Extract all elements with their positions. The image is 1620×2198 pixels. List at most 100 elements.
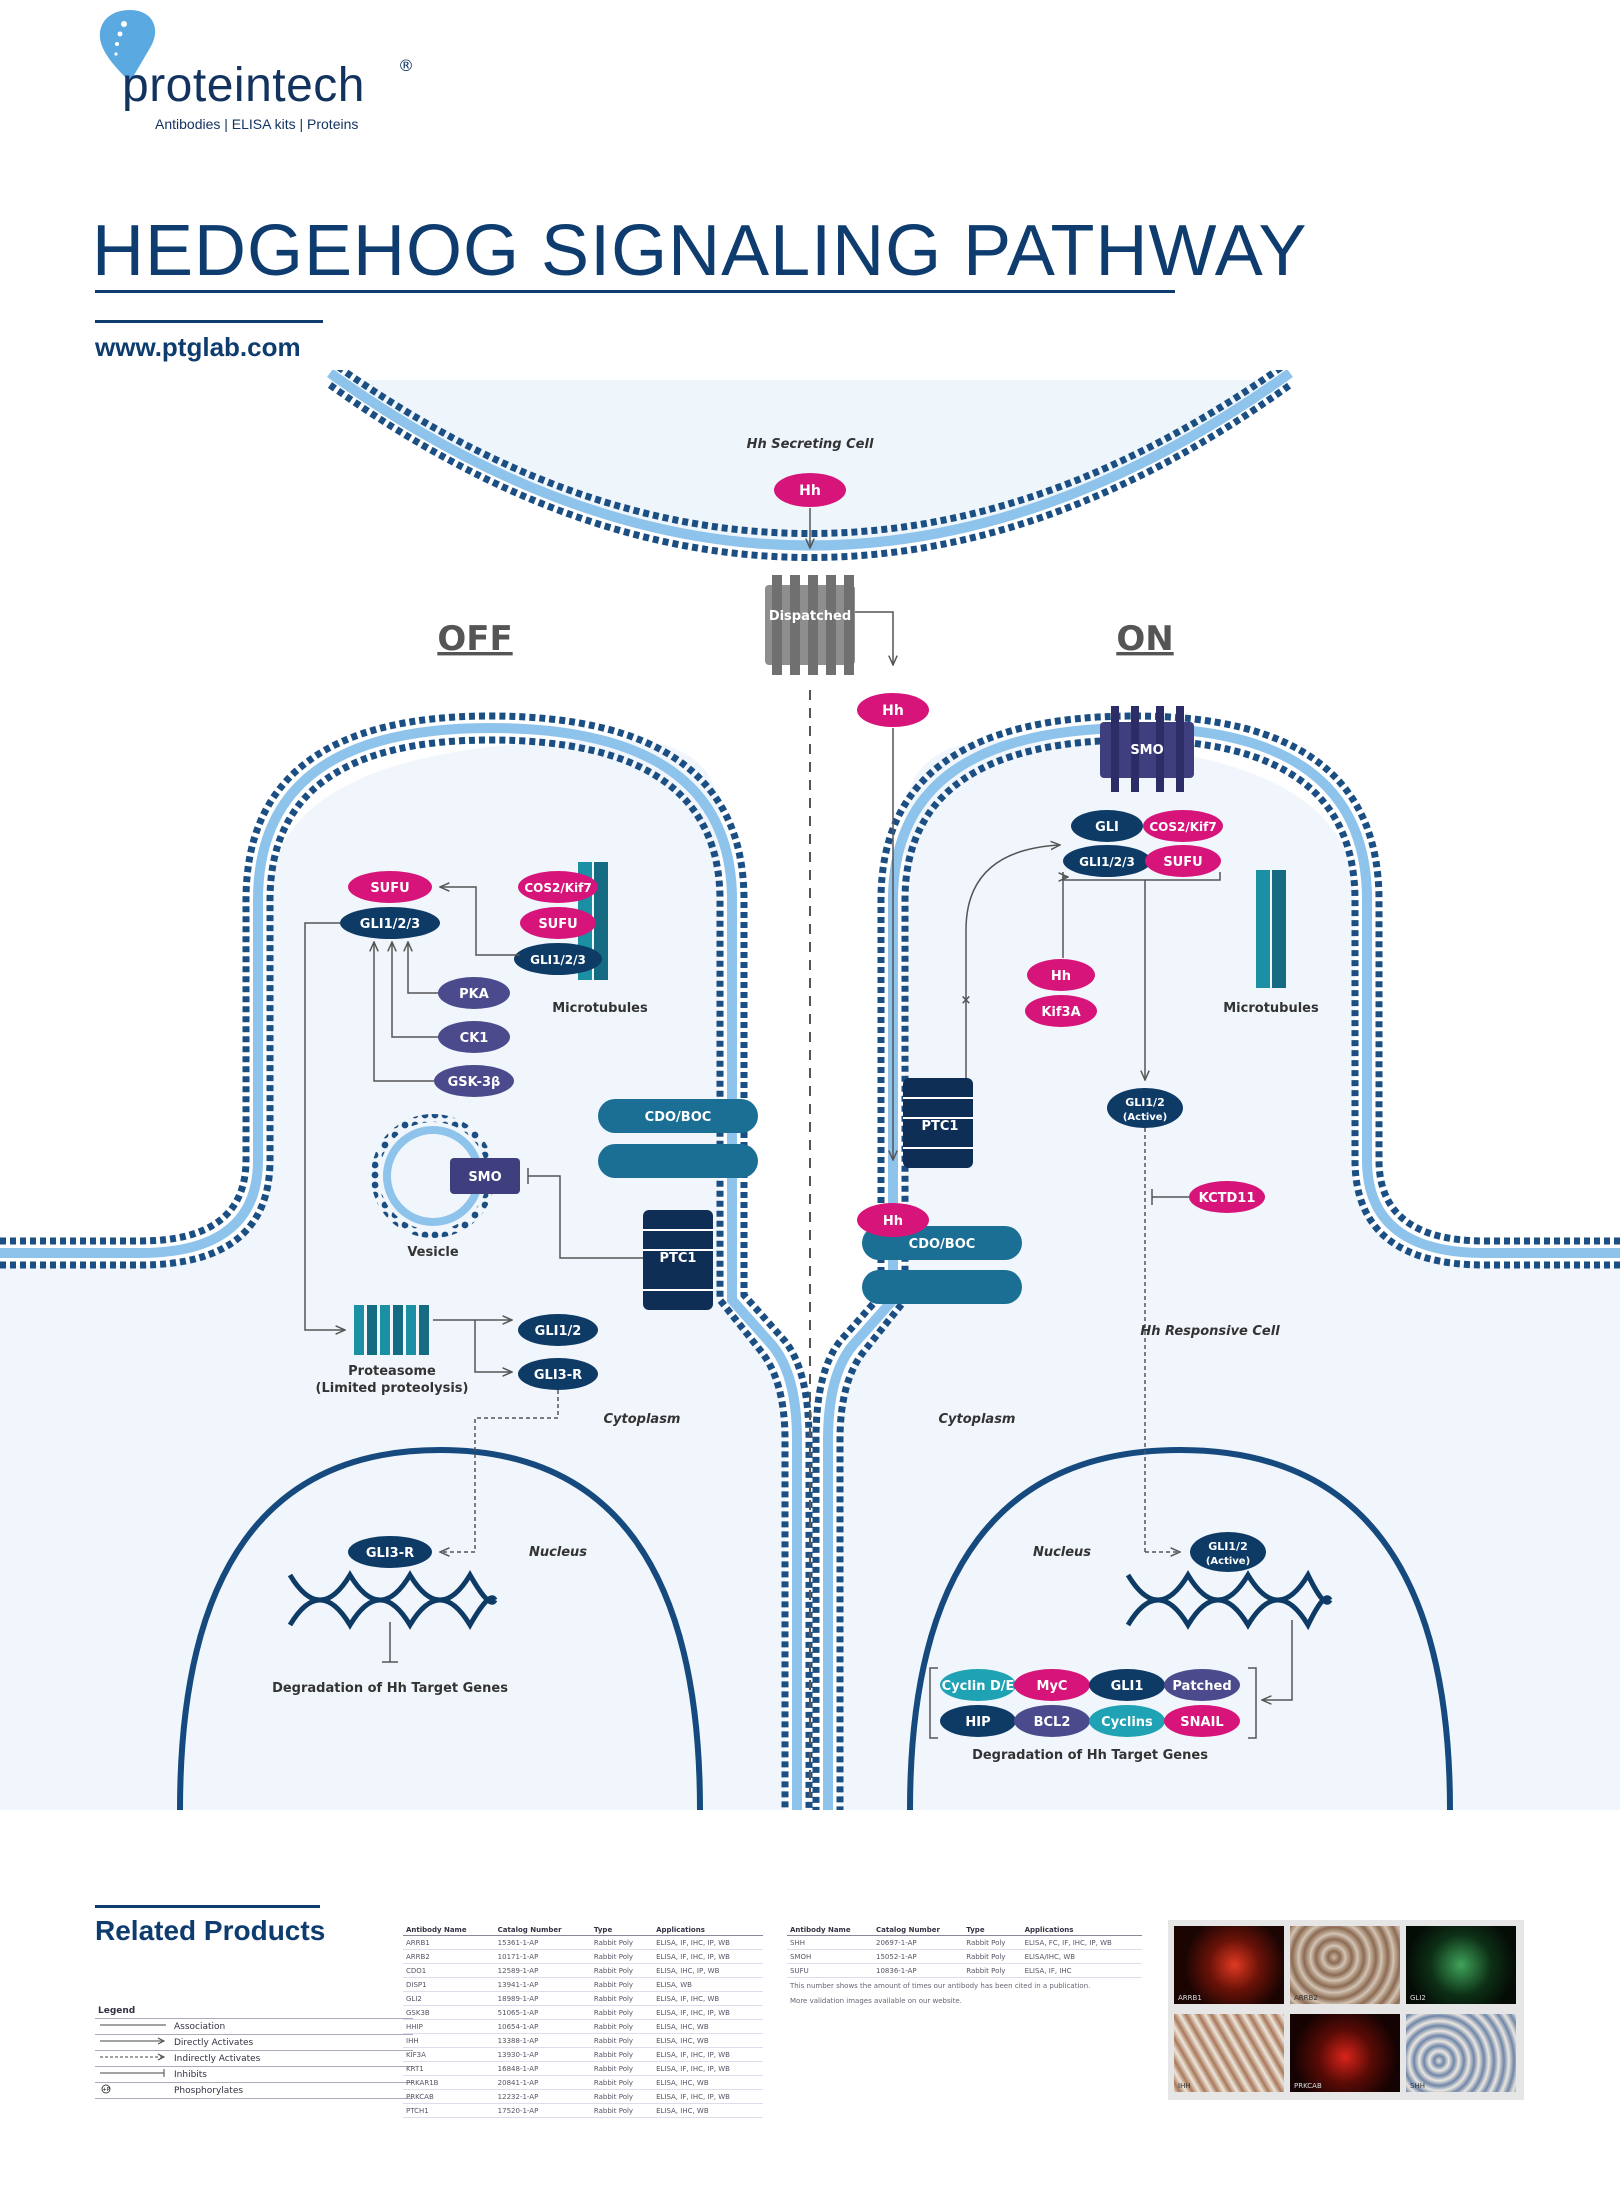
kif3a-label: Kif3A [1041,1005,1080,1020]
thumb-arrb2-label: ARRB2 [1294,1994,1318,2002]
on-gli12-nucleus-label: GLI1/2 [1208,1540,1247,1553]
table-cell: ARRB1 [403,1935,495,1950]
table-cell: ELISA, IHC, WB [653,2019,763,2034]
validation-note: More validation images available on our … [790,1997,962,2005]
on-hh-node [1027,959,1095,991]
off-nucleus-label: Nucleus [529,1545,587,1560]
table-cell: PRKAR1B [403,2075,495,2090]
thumb-gli2[interactable]: GLI2 [1406,1926,1516,2004]
off-sufu2-label: SUFU [538,917,577,932]
table-header: Catalog Number [494,1925,591,1936]
table-cell[interactable]: 17520-1-AP [494,2103,591,2118]
table-cell: IHH [403,2033,495,2048]
table-cell: Rabbit Poly [590,1935,654,1950]
table-cell[interactable]: 13388-1-AP [494,2033,591,2048]
table-cell[interactable]: 15052-1-AP [873,1949,964,1964]
on-ptc1-node [903,1078,973,1168]
on-cytoplasm-label: Cytoplasm [939,1412,1016,1427]
table-header: Antibody Name [403,1925,495,1936]
dispatched-label: Dispatched [769,609,851,624]
off-gli123-label: GLI1/2/3 [360,917,420,932]
on-cdo-boc-label: CDO/BOC [909,1237,976,1252]
thumb-ihh[interactable]: IHH [1174,2014,1284,2092]
thumb-arrb1-label: ARRB1 [1178,1994,1202,2002]
legend-inhibits: Inhibits [171,2066,413,2083]
target-gene-node [1014,1705,1090,1737]
table-cell[interactable]: 16848-1-AP [494,2061,591,2076]
off-sufu2-node [520,907,596,939]
table-cell: Rabbit Poly [590,1977,654,1992]
table-cell[interactable]: 10654-1-AP [494,2019,591,2034]
table-cell[interactable]: 15361-1-AP [494,1935,591,1950]
pka-node [438,977,510,1009]
on-cos2-label: COS2/Kif7 [1149,820,1216,834]
off-sufu-node [348,871,432,903]
pka-label: PKA [459,987,489,1002]
thumb-ihh-label: IHH [1178,2082,1191,2090]
table-cell: Rabbit Poly [590,1963,654,1978]
table-cell[interactable]: 10171-1-AP [494,1949,591,1964]
on-hh-label: Hh [1051,969,1071,984]
table-cell: Rabbit Poly [590,2089,654,2104]
thumb-arrb2[interactable]: ARRB2 [1290,1926,1400,2004]
table-cell[interactable]: 20697-1-AP [873,1935,964,1950]
website-link[interactable]: www.ptglab.com [95,332,301,362]
hh-released-label: Hh [882,703,904,719]
gsk3b-node [434,1065,514,1097]
table-cell[interactable]: 10836-1-AP [873,1963,964,1978]
target-gene-label: SNAIL [1180,1715,1223,1730]
table-cell[interactable]: 12589-1-AP [494,1963,591,1978]
table-cell[interactable]: 51065-1-AP [494,2005,591,2020]
off-gli123b-label: GLI1/2/3 [530,953,586,967]
off-cdo-boc-bottom [598,1144,758,1178]
table-cell: PTCH1 [403,2103,495,2118]
dispatched-release-arrow [855,611,893,665]
legend-table: Legend Association Directly Activates In… [95,2003,413,2099]
table-cell: Rabbit Poly [590,2061,654,2076]
off-smo-label: SMO [468,1170,501,1185]
on-gli123-label: GLI1/2/3 [1079,855,1135,869]
table-cell: ELISA/IHC, WB [1021,1949,1142,1964]
target-gene-label: GLI1 [1111,1679,1144,1694]
on-microtubule-a [1256,870,1270,988]
thumb-prkcab[interactable]: PRKCAB [1290,2014,1400,2092]
table-cell[interactable]: 18989-1-AP [494,1991,591,2006]
table-cell: Rabbit Poly [590,1949,654,1964]
on-nucleus-label: Nucleus [1033,1545,1091,1560]
off-cos2-label: COS2/Kif7 [524,881,591,895]
thumb-shh[interactable]: SHH [1406,2014,1516,2092]
off-microtubules-label: Microtubules [552,1001,648,1016]
vesicle-label: Vesicle [407,1245,459,1260]
table-header: Type [590,1925,654,1936]
table-cell[interactable]: 13941-1-AP [494,1977,591,1992]
pka-arrow [408,942,438,994]
table-cell: SHH [787,1935,873,1950]
on-dna-icon [1125,1569,1333,1631]
hh-secreted-node [774,473,846,507]
target-gene-node [1089,1669,1165,1701]
thumb-arrb1[interactable]: ARRB1 [1174,1926,1284,2004]
on-microtubule-b [1272,870,1286,988]
table-cell: CDO1 [403,1963,495,1978]
on-heading: ON [1116,619,1173,659]
logo-text: proteintech [122,59,365,112]
table-cell[interactable]: 13930-1-AP [494,2047,591,2062]
blocked-mark: × [961,993,972,1008]
table-cell[interactable]: 20841-1-AP [494,2075,591,2090]
table-cell: HHIP [403,2019,495,2034]
off-ptc1-node [643,1210,713,1310]
off-complex-to-sufu-arrow [440,887,520,956]
table-cell[interactable]: 12232-1-AP [494,2089,591,2104]
target-gene-node [1089,1705,1165,1737]
logo-registered: ® [398,56,414,75]
off-gli12-label: GLI1/2 [535,1324,582,1339]
table-header: Antibody Name [787,1925,873,1936]
table-cell: Rabbit Poly [963,1949,1022,1964]
page-title: HEDGEHOG SIGNALING PATHWAY [92,211,1308,291]
table-header: Type [963,1925,1022,1936]
